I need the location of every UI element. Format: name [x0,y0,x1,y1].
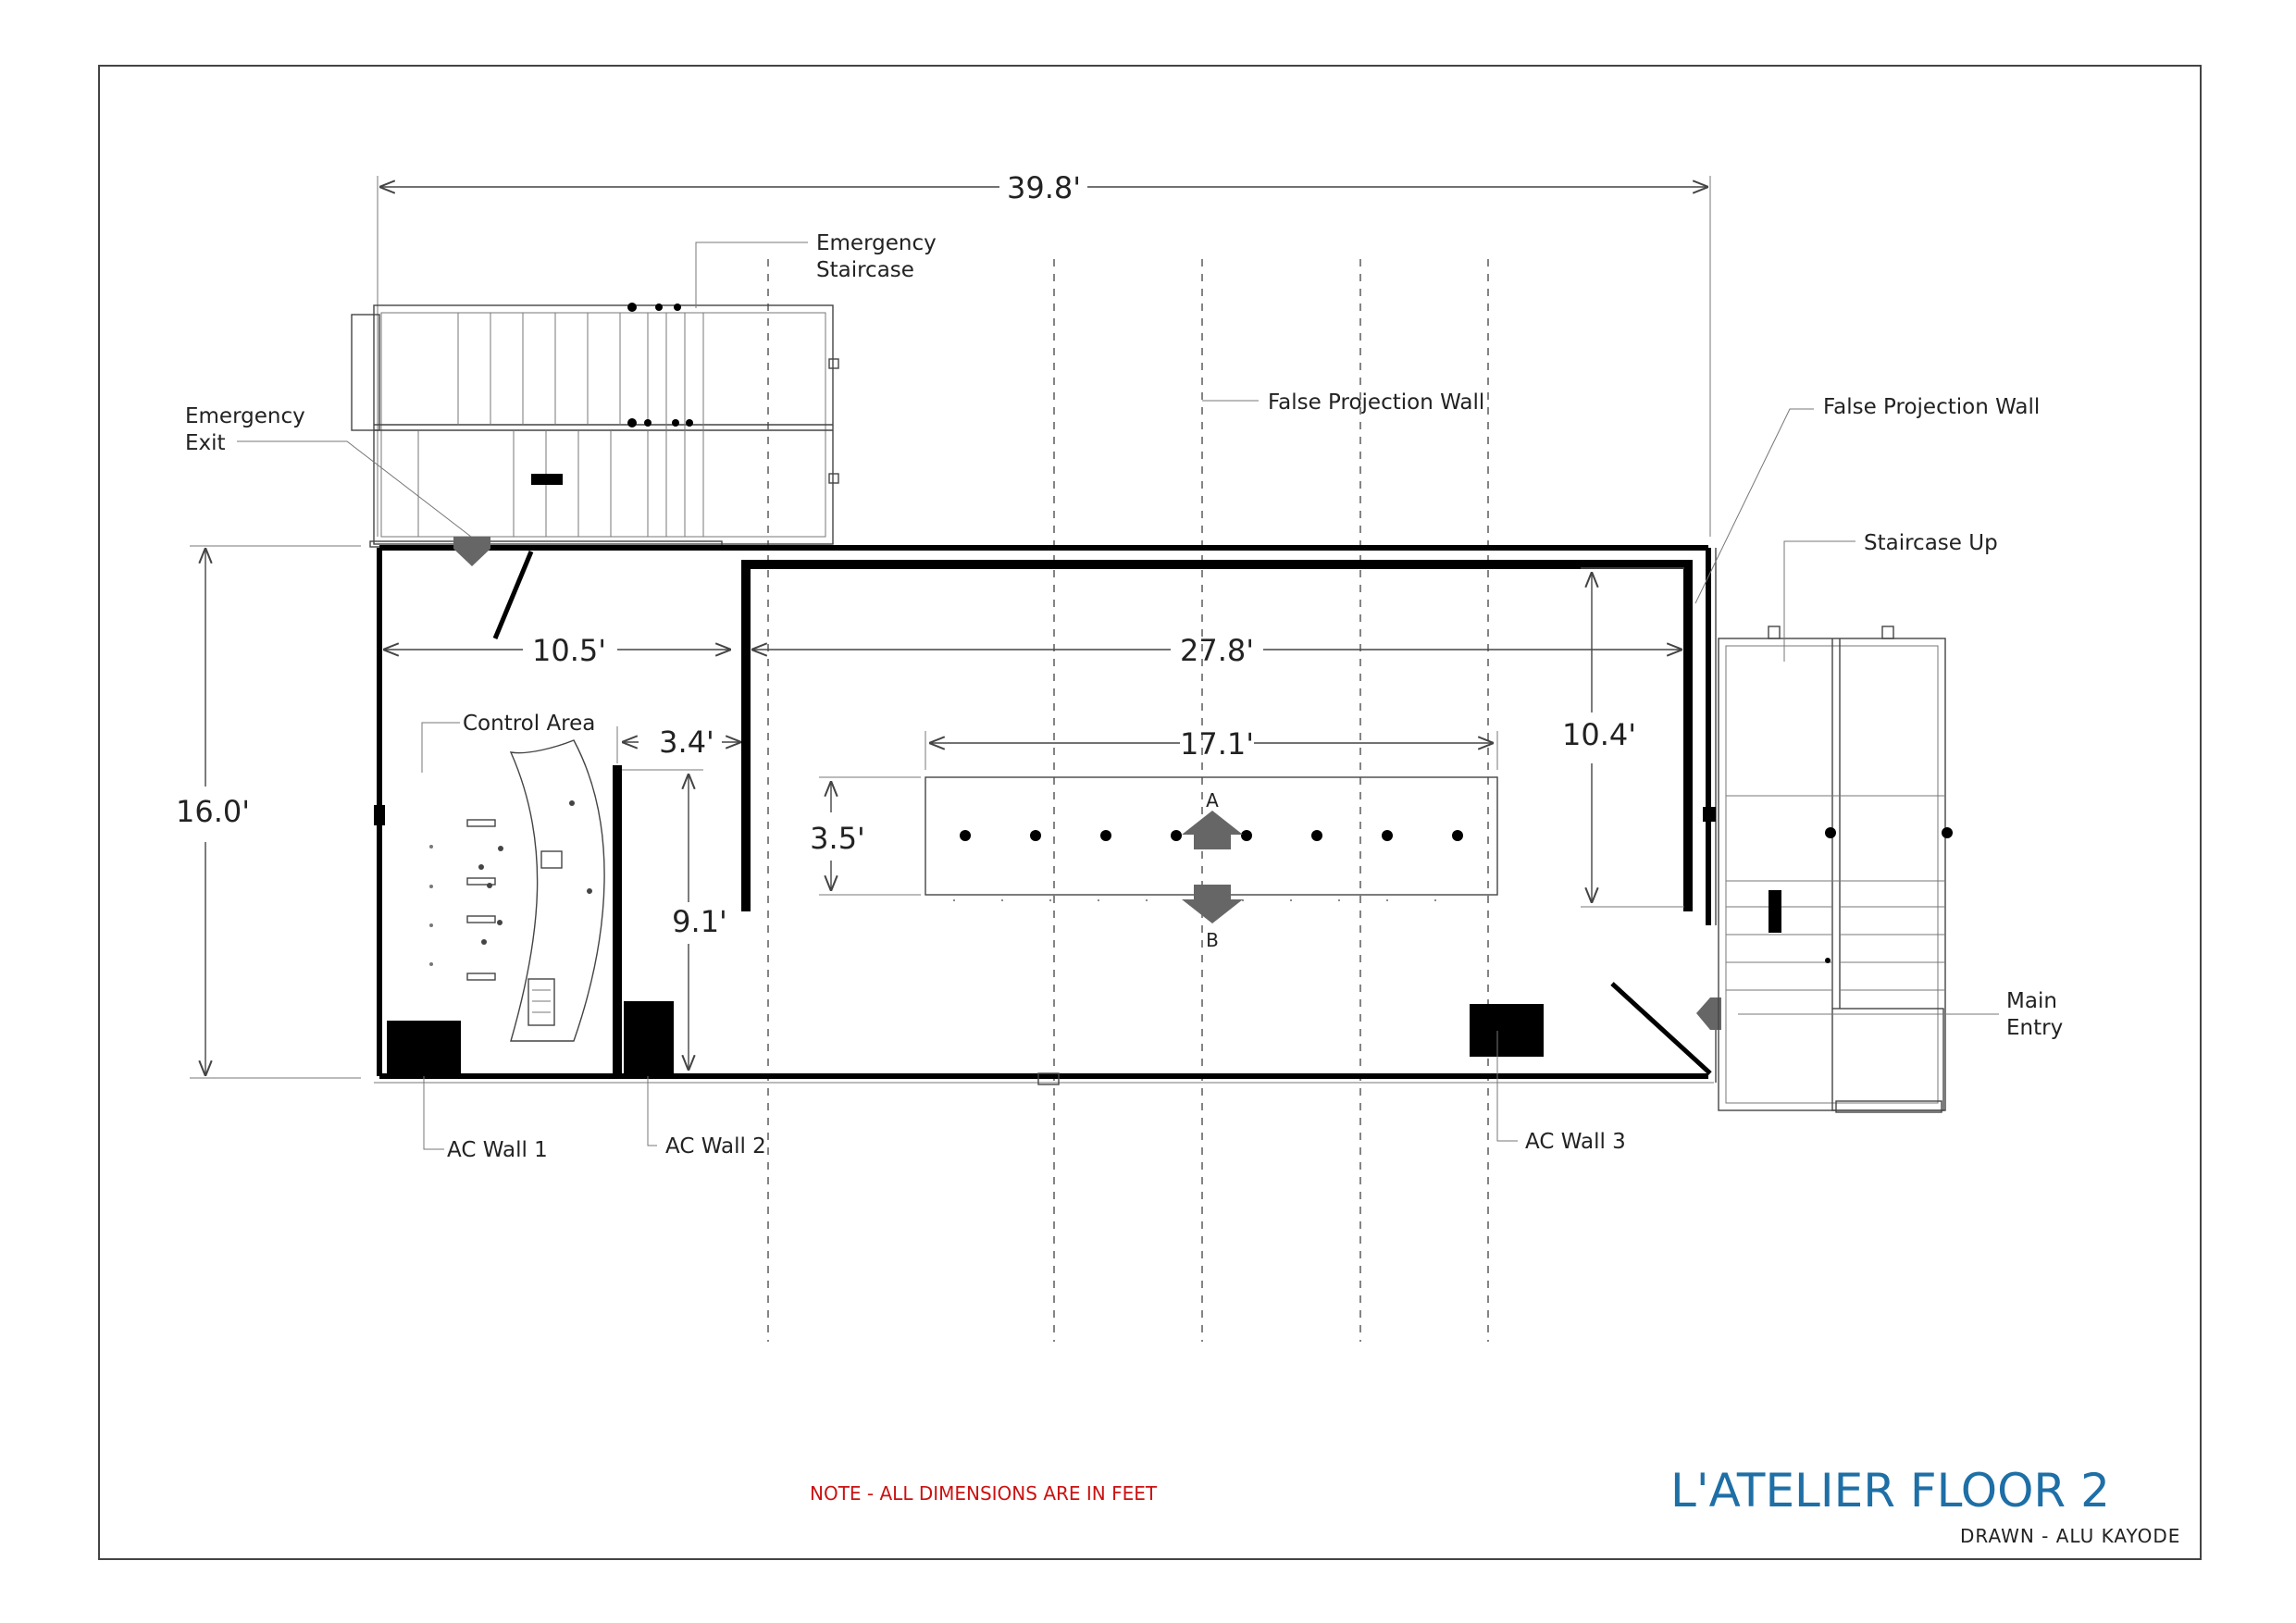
emergency-exit-arrow [453,537,490,566]
view-marker-a: A [1182,789,1243,849]
dimension-overall-width: 39.8' [377,170,1711,537]
overall-width-value: 39.8' [1007,170,1081,205]
dimension-main-width: 27.8' [751,633,1682,668]
ac-wall-1-unit [387,1021,461,1074]
emergency-staircase [351,303,839,548]
sheet-border [98,65,2202,1560]
label-emergency-exit-line2: Exit [185,431,226,455]
dimension-wall-gap: 3.4' [616,725,741,763]
projection-height-value: 10.4' [1562,717,1636,752]
staircase-up [1718,626,1953,1113]
partition-height-value: 9.1' [672,904,727,939]
wall-gap-value: 3.4' [659,725,714,760]
label-false-projection-wall-center: False Projection Wall [1268,390,1484,415]
overall-depth-value: 16.0' [176,794,250,829]
control-width-value: 10.5' [532,633,606,668]
svg-text:B: B [1206,929,1219,951]
stage-depth-value: 3.5' [810,821,865,856]
building-walls [374,545,1717,1085]
label-false-projection-wall-right: False Projection Wall [1823,395,2040,419]
leader-lines [237,242,1999,1150]
dimension-stage-width: 17.1' [925,726,1498,770]
main-entry-door [1610,982,1712,1075]
dimension-projection-height: 10.4' [1562,567,1684,908]
dimension-control-width: 10.5' [383,633,731,668]
label-staircase-up: Staircase Up [1864,531,1998,555]
ac-wall-2-unit [624,1001,674,1074]
drawing-title: L'ATELIER FLOOR 2 [1670,1464,2110,1518]
label-emergency-staircase-line1: Emergency [816,231,937,255]
reference-gridlines [767,259,1489,1342]
label-emergency-exit-line1: Emergency [185,404,305,428]
label-control-area: Control Area [463,712,595,736]
emergency-exit-door [492,551,534,639]
label-main-entry-line1: Main [2006,989,2057,1013]
stage-width-value: 17.1' [1180,726,1254,762]
label-main-entry-line2: Entry [2006,1016,2063,1040]
svg-text:A: A [1206,789,1219,812]
dimension-partition-height: 9.1' [622,769,727,1071]
dimension-overall-depth: 16.0' [176,545,361,1079]
false-projection-walls [613,560,1693,1078]
control-desk [429,739,605,1042]
drawn-by: DRAWN - ALU KAYODE [1960,1525,2180,1547]
ac-wall-3-unit [1470,1004,1544,1057]
label-emergency-staircase-line2: Staircase [816,258,914,282]
label-ac-wall-1: AC Wall 1 [447,1138,548,1162]
main-entry-arrow [1696,997,1721,1030]
dimensions-note: NOTE - ALL DIMENSIONS ARE IN FEET [810,1482,1158,1505]
main-width-value: 27.8' [1180,633,1254,668]
dimension-stage-depth: 3.5' [810,776,921,896]
label-ac-wall-3: AC Wall 3 [1525,1130,1626,1154]
label-ac-wall-2: AC Wall 2 [665,1134,766,1158]
view-marker-b: B [1182,885,1243,951]
